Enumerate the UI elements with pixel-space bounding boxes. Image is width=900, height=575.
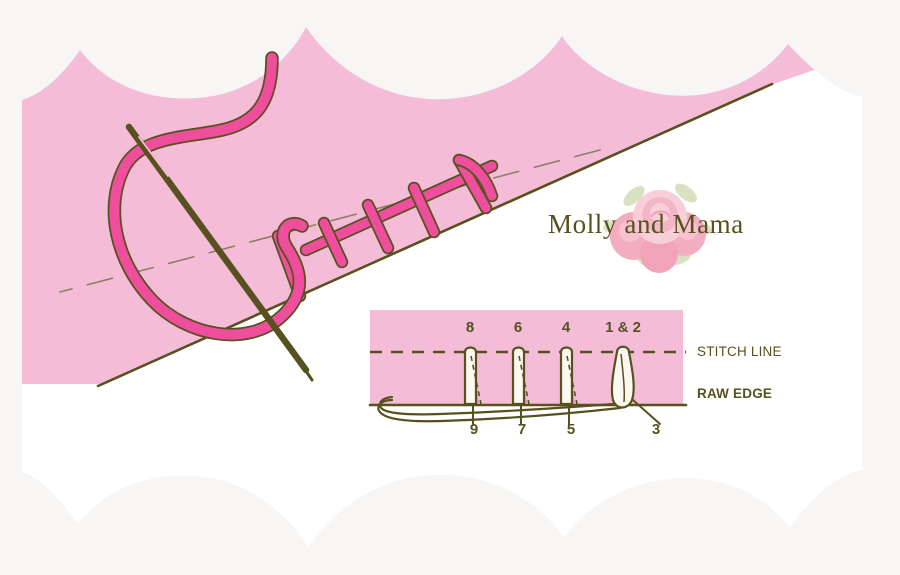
sewing-needle xyxy=(125,123,314,382)
working-thread-loop xyxy=(107,51,309,342)
diagram-number-bottom: 9 xyxy=(469,421,479,438)
fabric-stitch-guide-line xyxy=(59,149,601,293)
diagram-stitch-first xyxy=(610,345,635,409)
stitch-legs xyxy=(271,153,499,303)
diagram-stitches xyxy=(463,346,578,405)
stitch-leg xyxy=(317,216,349,269)
diagram-number-top: 4 xyxy=(561,319,571,336)
blanket-stitch-row xyxy=(299,159,499,257)
diagram-number-bottom: 5 xyxy=(566,421,576,438)
stitch-leg xyxy=(361,198,395,255)
diagram-number-top: 6 xyxy=(513,319,523,336)
diagram-thread xyxy=(377,395,661,425)
stitch-leg xyxy=(452,153,499,203)
label-raw-edge: RAW EDGE xyxy=(697,386,773,401)
rose-bouquet-icon xyxy=(603,183,712,273)
diagram-number-top: 8 xyxy=(465,319,475,336)
label-stitch-line: STITCH LINE xyxy=(697,344,782,359)
diagram-number-top: 1 & 2 xyxy=(605,319,641,336)
needle-eye xyxy=(138,136,169,177)
diagram-number-bottom: 7 xyxy=(517,421,527,438)
stitch-leg xyxy=(407,181,441,239)
diagram-number-bottom: 3 xyxy=(651,421,661,438)
brand-title: Molly and Mama xyxy=(548,209,744,239)
